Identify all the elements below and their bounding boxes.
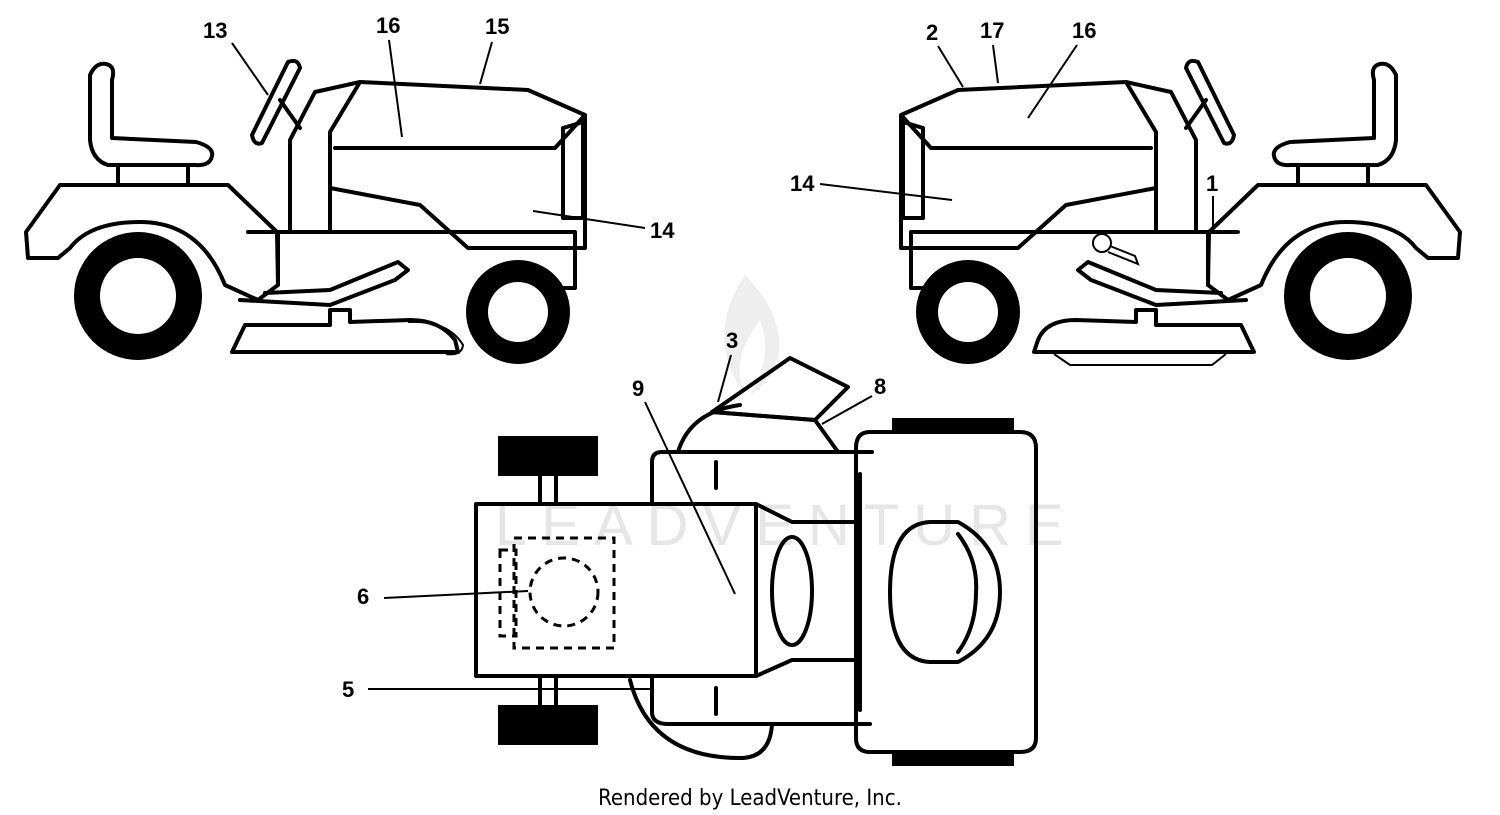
left-callouts: 13 16 15 14	[203, 13, 675, 243]
mower-deck	[1032, 308, 1256, 354]
rear-fender	[1206, 183, 1462, 302]
deck-round-top	[676, 403, 742, 454]
leader-16	[388, 39, 403, 138]
callout-3: 3	[726, 328, 738, 353]
mower-deck-top	[650, 450, 874, 726]
leader-9	[644, 401, 736, 595]
tractor-left-side-view	[24, 58, 587, 364]
seat-back	[1271, 61, 1398, 168]
dash-panel	[1124, 80, 1198, 234]
watermark-flame-icon	[724, 275, 780, 395]
frame-lower	[1076, 260, 1248, 307]
callout-15: 15	[485, 14, 509, 39]
deck-chute	[407, 320, 465, 356]
leader-14	[532, 210, 646, 229]
steering-wheel	[250, 58, 302, 146]
callout-6: 6	[357, 584, 369, 609]
grille	[901, 120, 925, 220]
tractor-top-view	[474, 356, 1038, 766]
rear-axle-top	[538, 474, 558, 506]
seat-circle-outline	[528, 556, 600, 628]
right-callouts: 2 17 16 14 1	[790, 18, 1218, 233]
rendered-by-footer: Rendered by LeadVenture, Inc.	[598, 786, 902, 811]
front-wheel-hub	[488, 282, 548, 342]
leader-15	[479, 41, 493, 85]
rear-wheel-hub	[100, 258, 176, 334]
callout-16: 16	[376, 13, 400, 38]
leader-17	[992, 44, 999, 84]
callout-14: 14	[790, 171, 815, 196]
deck-skirt	[1053, 353, 1227, 366]
hood-side-line	[899, 113, 1153, 150]
lift-lever-knob	[1092, 233, 1112, 253]
steering-wheel-top	[770, 535, 814, 647]
front-wheel-hub	[938, 282, 998, 342]
tractor-right-side-view	[899, 58, 1462, 366]
rear-tire-bottom	[498, 705, 598, 745]
callout-9: 9	[632, 376, 644, 401]
leader-13	[231, 42, 269, 96]
leader-8	[821, 395, 873, 425]
callout-5: 5	[342, 677, 354, 702]
leader-6	[383, 590, 529, 599]
chute-mount	[710, 410, 840, 454]
front-tire-bottom	[892, 750, 1014, 766]
lift-lever	[1107, 245, 1140, 266]
seat-back	[88, 61, 215, 168]
rear-body	[474, 502, 758, 678]
callout-16: 16	[1072, 18, 1096, 43]
mower-deck	[230, 308, 460, 354]
deck-round-bottom	[628, 678, 774, 760]
callout-13: 13	[203, 18, 227, 43]
leader-3	[717, 354, 732, 403]
hood-neck	[754, 502, 862, 678]
hood	[899, 80, 1158, 250]
leader-2	[937, 45, 964, 88]
hood-vent-inner	[956, 532, 979, 654]
seat-post	[1296, 163, 1370, 187]
callout-1: 1	[1206, 171, 1218, 196]
top-callouts: 3 8 9 6 5	[342, 328, 886, 702]
hood-top	[854, 430, 1038, 754]
dash-panel	[288, 80, 362, 234]
hood	[328, 80, 587, 250]
rear-wheel-hub	[1310, 258, 1386, 334]
seat-post	[116, 163, 190, 187]
hood-side-line	[333, 113, 587, 150]
front-tire-top	[892, 418, 1014, 434]
rear-axle-bottom	[538, 674, 558, 707]
rear-tire-top	[498, 436, 598, 476]
callout-17: 17	[980, 18, 1004, 43]
leader-16	[1027, 44, 1078, 119]
seat-outline	[512, 536, 616, 650]
steering-wheel	[1184, 58, 1236, 146]
callout-14: 14	[650, 218, 675, 243]
callout-2: 2	[926, 20, 938, 45]
hood-vent	[888, 520, 1002, 664]
callout-8: 8	[874, 374, 886, 399]
frame-lower	[238, 260, 410, 307]
rear-fender	[24, 183, 280, 302]
leader-14	[819, 183, 953, 201]
